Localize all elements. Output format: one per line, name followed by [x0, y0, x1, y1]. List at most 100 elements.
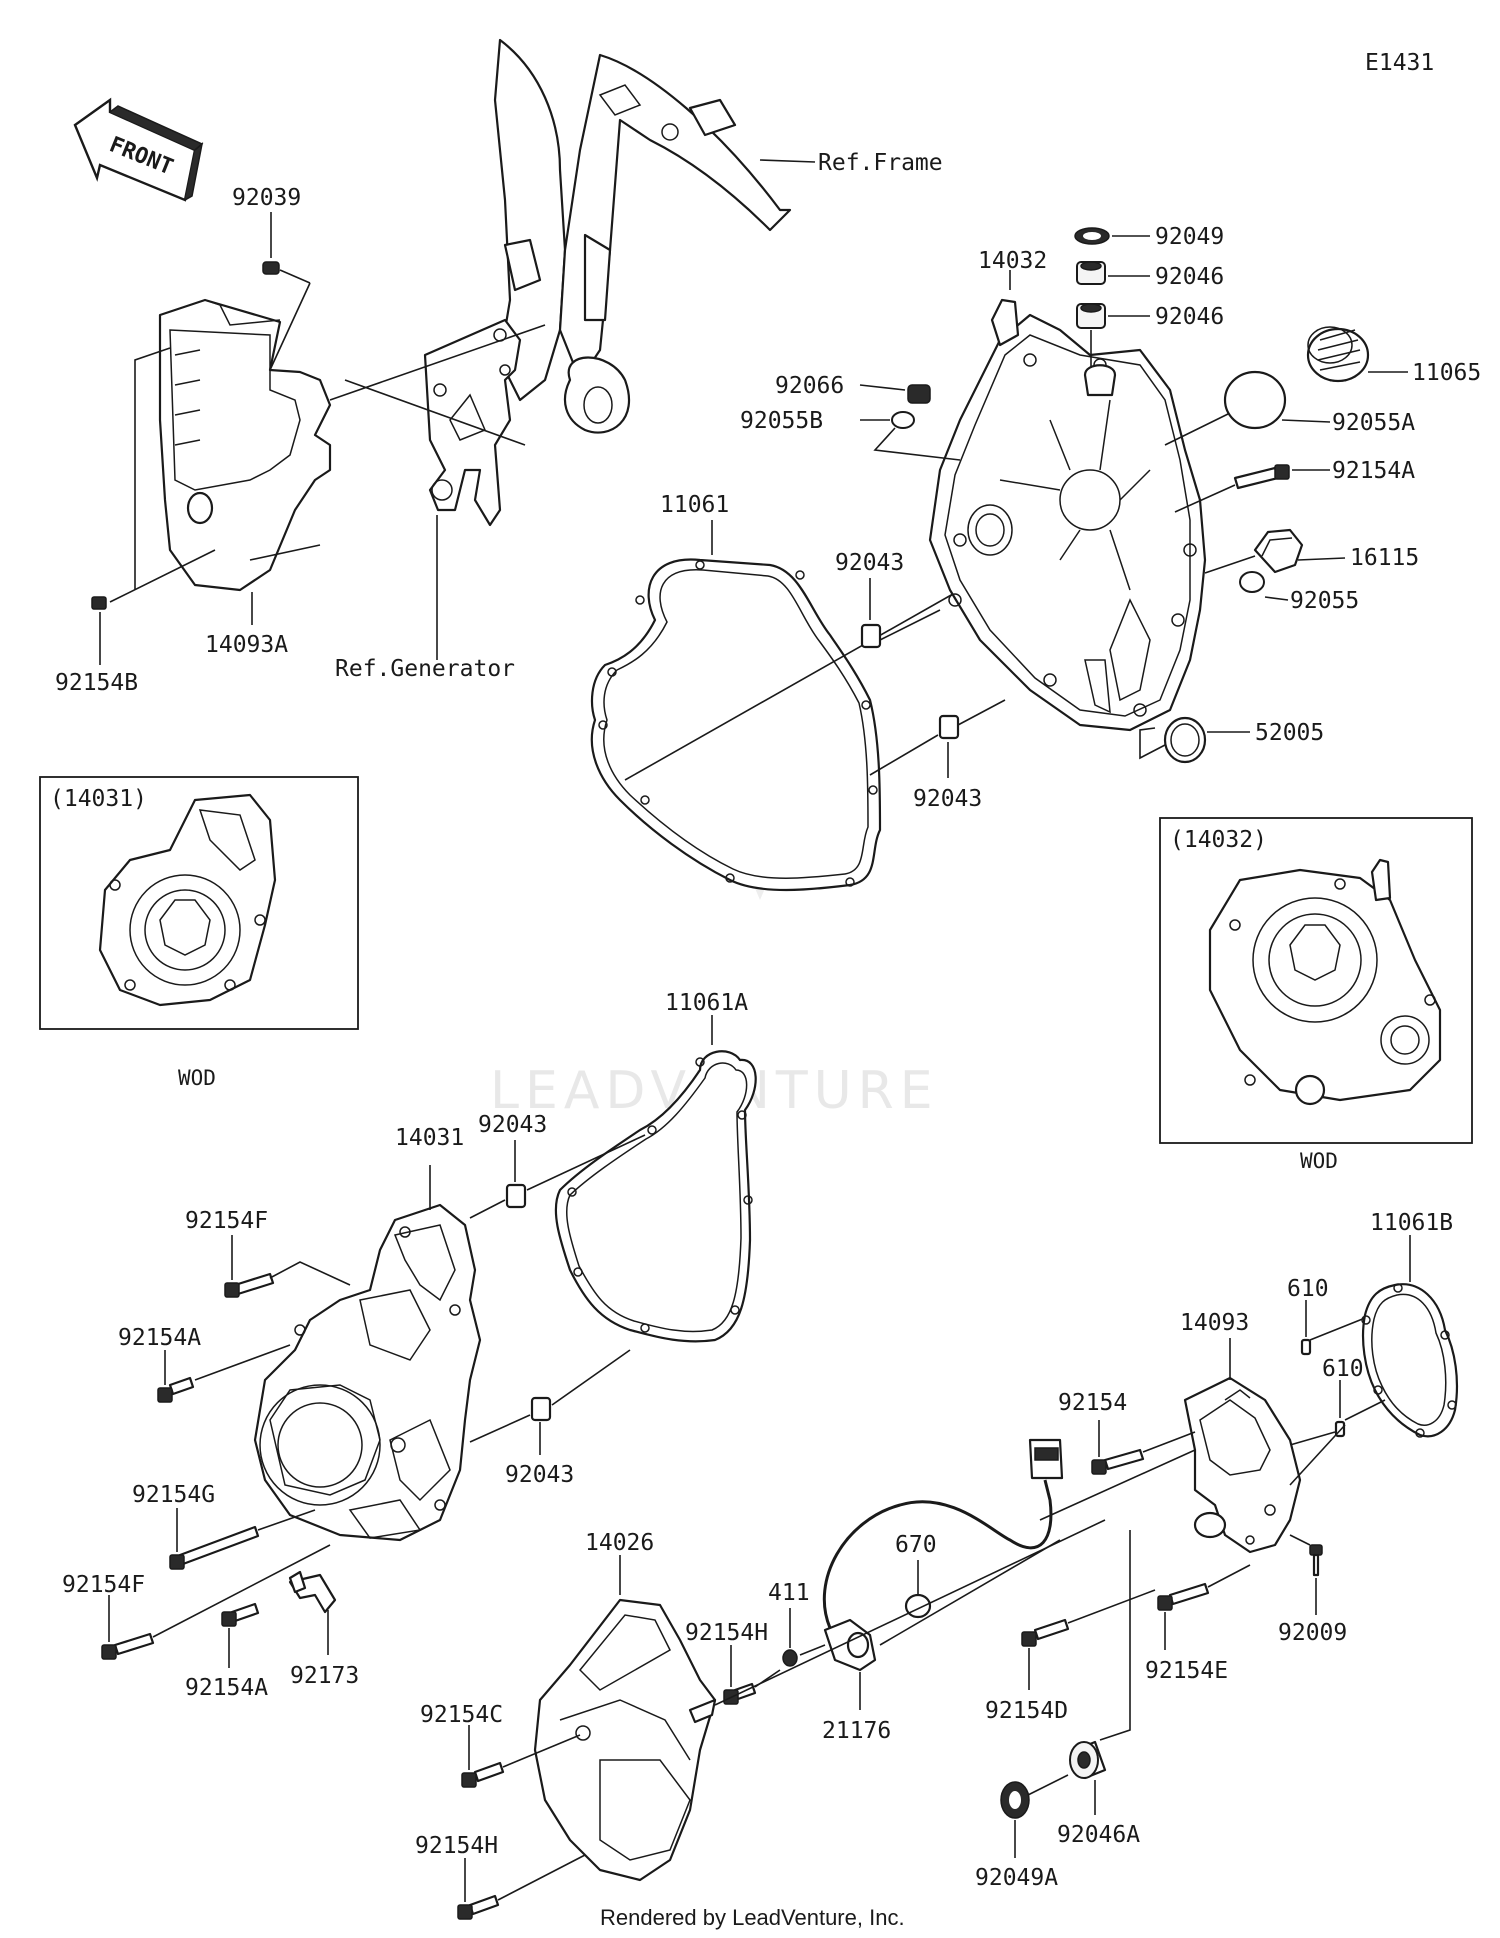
front-arrow-icon: FRONT: [73, 97, 204, 202]
gasket-11061: [590, 520, 882, 892]
label-92043-top1: 92043: [835, 550, 904, 576]
leader-14093a-bracket: [109, 324, 546, 603]
bolt-92154c: [461, 1725, 581, 1788]
washer-92055b: [860, 411, 961, 461]
leader-14093-left: [1039, 1449, 1196, 1521]
leader-guard-14093: [714, 1519, 1106, 1706]
bolt-92154h-1: [723, 1645, 781, 1705]
label-92049: 92049: [1155, 224, 1224, 250]
cap-11065: [1306, 326, 1408, 383]
label-92043-mid2: 92043: [505, 1462, 574, 1488]
label-92154f-1: 92154F: [185, 1208, 268, 1234]
screw-92039: [262, 212, 311, 371]
label-92055a: 92055A: [1332, 410, 1415, 436]
seal-92049: [1074, 227, 1150, 245]
bolt-92154a-mid: [157, 1344, 291, 1403]
plug-92066: [859, 384, 931, 404]
clamp-92173: [288, 1570, 337, 1655]
bolt-92154a-low: [221, 1602, 260, 1668]
label-92043-top2: 92043: [913, 786, 982, 812]
footer-credit: Rendered by LeadVenture, Inc.: [600, 1905, 905, 1930]
label-92154g: 92154G: [132, 1482, 215, 1508]
o-ring-92055a: [1164, 370, 1331, 446]
diagram-code: E1431: [1365, 50, 1434, 76]
frame-reference: Ref.Frame: [493, 38, 943, 434]
clutch-cover-14032: [928, 298, 1207, 732]
label-92055: 92055: [1290, 588, 1359, 614]
label-11061b: 11061B: [1370, 1210, 1453, 1236]
bolt-92154h-2: [457, 1854, 586, 1920]
o-ring-92055: [1239, 571, 1289, 601]
label-52005: 52005: [1255, 720, 1324, 746]
plug-16115: [1204, 528, 1346, 574]
inset-14032-caption: WOD: [1300, 1149, 1338, 1173]
generator-bracket: Ref.Generator: [335, 318, 522, 682]
washer-411: [782, 1608, 826, 1667]
dowel-92043-mid1: [469, 1134, 646, 1219]
label-92039: 92039: [232, 185, 301, 211]
dowel-92043-mid2: [469, 1349, 631, 1455]
seal-52005: [1139, 716, 1250, 764]
gasket-11061b: [1309, 1235, 1459, 1438]
gasket-11061a: [554, 1015, 757, 1343]
seal-92049a: [1000, 1774, 1069, 1858]
label-92154e: 92154E: [1145, 1658, 1228, 1684]
generator-cover-14031: [253, 1203, 482, 1542]
inset-14032: (14032) WOD: [1159, 817, 1473, 1173]
label-14093: 14093: [1180, 1310, 1249, 1336]
inset-14031-caption: WOD: [178, 1066, 216, 1090]
bolt-92154b: [91, 596, 107, 665]
bearing-92046b: [1076, 303, 1150, 368]
label-411: 411: [768, 1580, 810, 1606]
o-ring-670: [904, 1560, 932, 1619]
screw-92009: [1289, 1534, 1323, 1615]
dowel-92043-top1: [860, 578, 941, 649]
label-92173: 92173: [290, 1663, 359, 1689]
label-92046b: 92046: [1155, 304, 1224, 330]
label-92154h-1: 92154H: [685, 1620, 768, 1646]
pin-610a: [1300, 1300, 1312, 1356]
label-14031: 14031: [395, 1125, 464, 1151]
label-670: 670: [895, 1532, 937, 1558]
bolt-92154e: [1157, 1564, 1251, 1650]
bolt-92154f-1: [224, 1235, 351, 1298]
bolt-92154: [1091, 1420, 1196, 1475]
bolt-92154f-2: [101, 1544, 331, 1660]
inset-14032-part: (14032): [1170, 827, 1267, 853]
bolt-92154d: [1021, 1589, 1156, 1690]
label-92049a: 92049A: [975, 1865, 1058, 1891]
label-92154b: 92154B: [55, 670, 138, 696]
label-16115: 16115: [1350, 545, 1419, 571]
label-92154a-top: 92154A: [1332, 458, 1415, 484]
label-92154c: 92154C: [420, 1702, 503, 1728]
bolt-92154a-top: [1174, 464, 1330, 513]
label-92046a-low: 92046A: [1057, 1822, 1140, 1848]
ref-generator-label: Ref.Generator: [335, 656, 515, 682]
cover-14093a: [158, 298, 332, 592]
dowel-92043-top2: [869, 699, 1006, 778]
label-92154a-low: 92154A: [185, 1675, 268, 1701]
label-92009: 92009: [1278, 1620, 1347, 1646]
label-11061a: 11061A: [665, 990, 748, 1016]
label-92055b: 92055B: [740, 408, 823, 434]
sensor-21176: [822, 1438, 1064, 1710]
label-21176: 21176: [822, 1718, 891, 1744]
label-11065: 11065: [1412, 360, 1481, 386]
label-92154d: 92154D: [985, 1698, 1068, 1724]
label-14026: 14026: [585, 1530, 654, 1556]
label-92154a-mid: 92154A: [118, 1325, 201, 1351]
bolt-92154g: [169, 1508, 316, 1570]
cover-14093: [1183, 1376, 1302, 1554]
leader-gasket-cover: [624, 589, 961, 781]
label-92046a: 92046: [1155, 264, 1224, 290]
label-14032: 14032: [978, 248, 1047, 274]
leader-14093-gasket: [1289, 1424, 1346, 1486]
label-92066: 92066: [775, 373, 844, 399]
label-92043-mid1: 92043: [478, 1112, 547, 1138]
bearing-92046a: [1076, 261, 1150, 285]
guard-14026: [533, 1555, 717, 1882]
ref-frame-label: Ref.Frame: [818, 150, 943, 176]
bearing-92046a-low: [1069, 1530, 1131, 1815]
label-11061: 11061: [660, 492, 729, 518]
